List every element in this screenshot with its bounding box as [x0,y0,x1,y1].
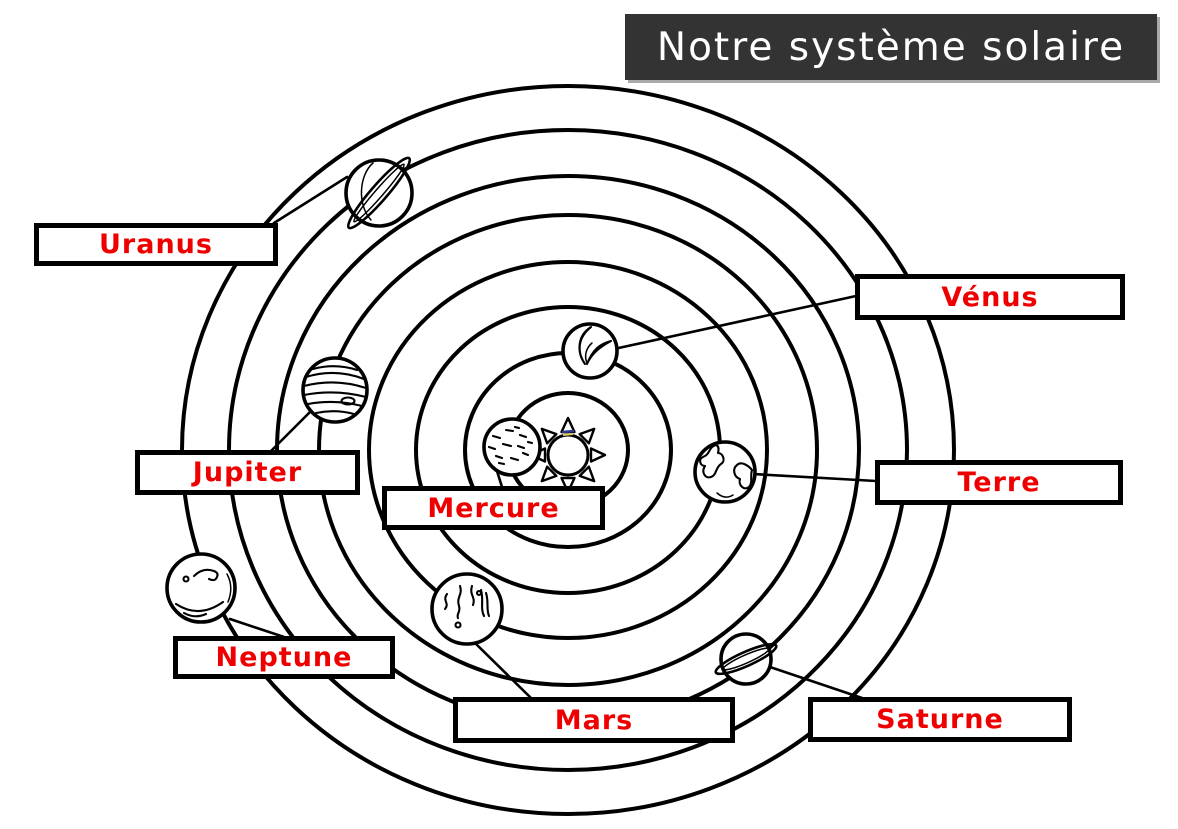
label-neptune: Neptune [215,642,353,673]
terre-continent [733,462,754,490]
label-box-mars: Mars [453,697,735,743]
planet-mercure-icon [482,417,542,477]
planet-jupiter-icon [301,356,369,424]
sun-ray [589,447,607,463]
label-box-jupiter: Jupiter [135,450,360,495]
label-venus: Vénus [941,281,1039,313]
neptune-band [174,600,225,618]
jupiter-spot [340,396,356,406]
saturne-ring [714,642,778,676]
neptune-swirl [192,568,219,582]
leader-lines [228,175,878,700]
label-jupiter: Jupiter [192,457,303,488]
leader-line-venus [612,294,858,351]
leader-line-mercure [495,469,504,489]
mars-canyons [443,584,491,620]
sun-ray [578,427,596,445]
mercure-crater-marks [487,425,534,466]
leader-line-terre [751,472,878,483]
planet-uranus-icon [344,156,414,230]
leader-line-uranus [272,175,349,225]
mars-dot [454,621,462,629]
label-box-neptune: Neptune [173,636,395,679]
sun-ray [560,476,576,494]
terre-continent [716,492,734,498]
label-uranus: Uranus [99,229,213,260]
sun-ray [578,465,596,483]
sun-ray [540,465,558,483]
label-mars: Mars [554,704,634,736]
planet-saturne-icon [714,632,778,686]
label-box-venus: Vénus [855,274,1125,320]
worksheet-title: Notre système solaire [625,14,1157,80]
leader-line-mars [471,639,533,700]
orbit-ring-4 [367,260,769,640]
planet-mars-icon [430,572,504,646]
leader-line-jupiter [269,410,312,453]
sun-disc [546,433,590,477]
label-saturne: Saturne [876,704,1004,735]
sun-color-mark [561,429,575,434]
planet-terre-icon [693,440,757,504]
label-terre: Terre [957,467,1041,498]
neptune-shading [226,573,232,603]
venus-swirl [585,339,613,366]
label-box-uranus: Uranus [34,223,278,266]
label-box-saturne: Saturne [808,697,1072,742]
terre-continent [699,443,725,479]
leader-line-neptune [228,617,286,639]
sun-ray [540,427,558,445]
label-box-mercure: Mercure [382,486,605,530]
jupiter-bands [302,365,368,416]
planet-neptune-icon [165,552,237,624]
neptune-dot [182,575,190,583]
leader-line-saturne [768,665,864,700]
venus-swirl [578,325,593,366]
venus-swirl [584,342,593,364]
sun-icon [529,416,607,494]
mars-dot [475,589,483,597]
planet-venus-icon [561,322,619,380]
sun-color-mark [562,433,574,436]
uranus-ring [346,156,412,230]
label-mercure: Mercure [427,492,560,524]
label-box-terre: Terre [875,460,1123,505]
worksheet-title-text: Notre système solaire [656,24,1126,70]
